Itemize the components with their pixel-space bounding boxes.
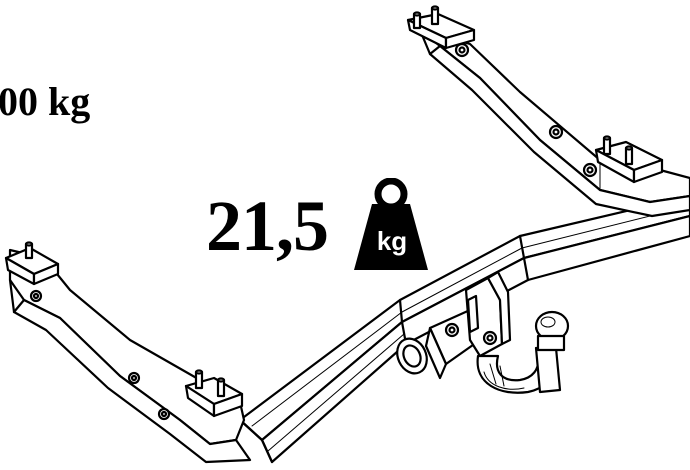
- tow-hook-assembly: [396, 270, 570, 394]
- right-arm: [406, 5, 690, 218]
- weight-unit: kg: [376, 226, 408, 256]
- towing-capacity-label: 00 kg: [0, 79, 91, 124]
- left-arm: [4, 241, 252, 464]
- main-crossbeam: [238, 194, 690, 464]
- weight-icon: [354, 178, 428, 270]
- weight-value: 21,5: [206, 186, 329, 266]
